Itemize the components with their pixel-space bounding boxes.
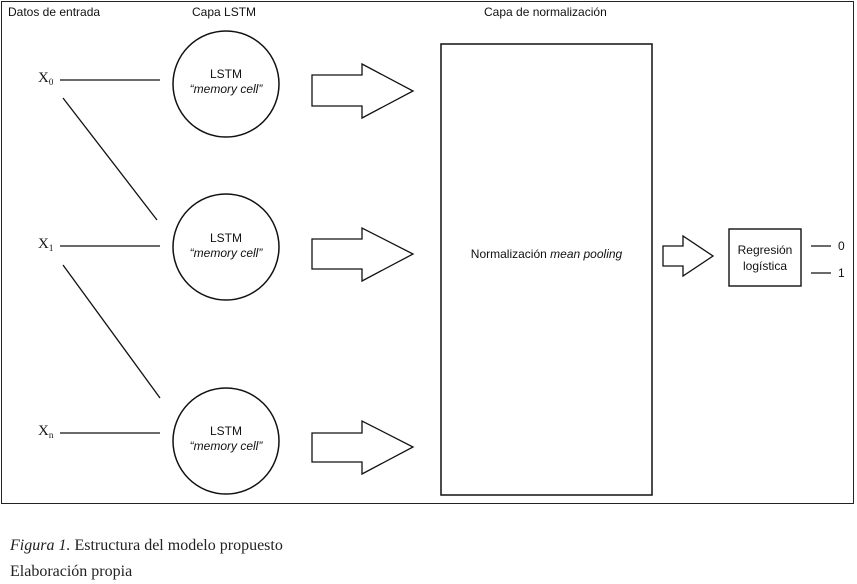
normalization-label: Normalización mean pooling (470, 247, 623, 261)
header-normalization-layer: Capa de normalización (484, 5, 607, 19)
lstm-cell-n-circle (172, 387, 280, 495)
lstm-cell-1-text: LSTM “memory cell” (171, 231, 281, 261)
lstm-cell-1-desc: “memory cell” (189, 246, 263, 260)
output-1: 1 (838, 266, 845, 280)
header-input-data: Datos de entrada (8, 5, 101, 19)
lstm-cell-0-text: LSTM “memory cell” (171, 67, 281, 97)
line-x0-to-cell1 (62, 97, 158, 221)
lstm-cell-0-desc: “memory cell” (189, 82, 263, 96)
figure-source: Elaboración propia (10, 563, 133, 580)
regression-box (728, 228, 802, 287)
lstm-cell-n-desc: “memory cell” (189, 439, 263, 453)
lstm-cell-0-name: LSTM (209, 67, 242, 81)
arrow-celln-to-norm (311, 419, 415, 476)
input-xn: Xn (38, 423, 54, 440)
line-x1-to-celln (62, 264, 161, 399)
header-lstm-layer: Capa LSTM (192, 5, 257, 19)
arrow-cell0-to-norm (311, 62, 415, 120)
lstm-cell-1-name: LSTM (209, 231, 242, 245)
lstm-cell-0-circle (172, 30, 280, 138)
lstm-cell-n-name: LSTM (209, 424, 242, 438)
regression-label: Regresión logística (737, 243, 793, 273)
input-x0: X0 (38, 70, 54, 87)
lstm-cell-n-text: LSTM “memory cell” (171, 424, 281, 454)
lstm-cell-1-circle (172, 193, 280, 301)
diagram-frame (1, 1, 854, 504)
arrow-cell1-to-norm (311, 226, 415, 283)
input-x1: X1 (38, 236, 54, 253)
output-0: 0 (838, 239, 845, 253)
figure-caption: Figura 1. Estructura del modelo propuest… (10, 537, 283, 554)
normalization-box (440, 43, 653, 496)
arrow-norm-to-regression (662, 234, 715, 278)
